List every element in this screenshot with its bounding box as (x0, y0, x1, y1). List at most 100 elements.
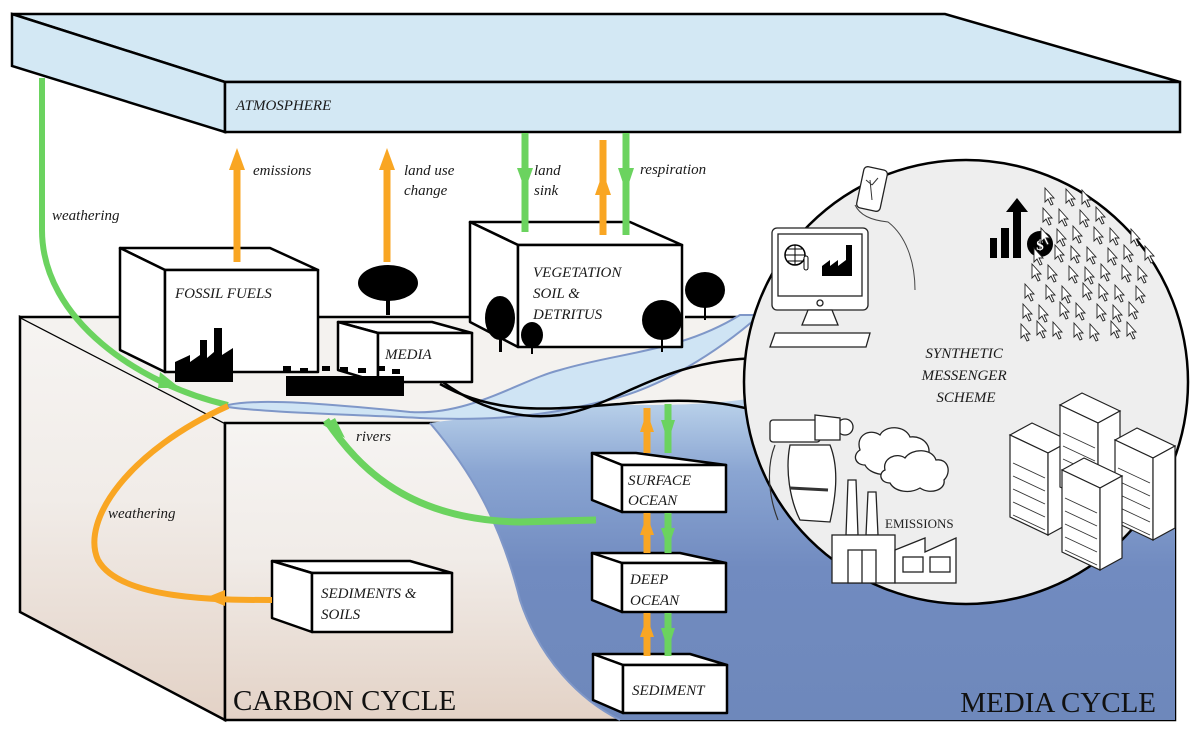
coast-curve-upper (439, 356, 761, 418)
atmosphere-label: ATMOSPHERE (235, 98, 331, 114)
weathering-bottom-label: weathering (108, 506, 176, 522)
media-box: MEDIA (336, 320, 474, 384)
weathering-top-arrow (39, 78, 229, 408)
land-use-arrowhead-icon (379, 148, 395, 170)
rivers-arrowhead-icon (323, 418, 345, 438)
cursor-icon (1036, 319, 1048, 339)
camera-operator-icon (768, 414, 854, 523)
cursor-icon (1042, 206, 1054, 226)
emissions-arrowhead-icon (229, 148, 245, 170)
land-sink-label: land sink (534, 163, 564, 199)
smartphone-hand-icon (854, 166, 916, 291)
sediments-soils-label: SEDIMENTS & SOILS (321, 586, 420, 623)
cursor-icon (1100, 262, 1112, 282)
tree-land-use-icon (358, 265, 418, 315)
server-rack-icon (1113, 427, 1177, 542)
fossil-fuels-box: FOSSIL FUELS (118, 246, 320, 382)
emissions-media-label: EMISSIONS (885, 516, 954, 531)
rivers-label: rivers (356, 429, 391, 445)
computer-monitor-icon (769, 227, 871, 348)
cursor-icon (1081, 188, 1093, 208)
tree-icon (521, 322, 543, 354)
cursor-icon (1045, 283, 1057, 303)
land-sink-arrowhead-icon (517, 168, 533, 190)
respiration-up-arrowhead-icon (595, 172, 611, 195)
media-cycle-circle: SYNTHETIC MESSENGER SCHEME (742, 158, 1190, 606)
server-racks-icon (1008, 392, 1177, 572)
cursor-icon (1135, 284, 1147, 304)
cursor-icon (1109, 226, 1121, 246)
rivers-arrow (323, 418, 597, 526)
cursor-icon (1121, 263, 1133, 283)
cursor-icon (1079, 208, 1091, 228)
respiration-label: respiration (640, 162, 706, 178)
sediment-box: SEDIMENT (591, 652, 729, 715)
server-rack-icon (1008, 422, 1072, 537)
cursor-icon (1040, 226, 1052, 246)
tree-icon (642, 300, 682, 352)
respiration-down-arrowhead-icon (618, 168, 634, 192)
cursor-icon (1123, 243, 1135, 263)
factory-clouds-icon: EMISSIONS (831, 427, 957, 584)
coast-curve-lower (439, 382, 761, 414)
cursor-icon (1022, 302, 1034, 322)
cursor-icon (1137, 264, 1149, 284)
fossil-fuels-label: FOSSIL FUELS (174, 286, 272, 302)
weathering-top-arrowhead-icon (158, 372, 180, 388)
flow-arrows: emissions land use change land sink resp… (39, 78, 706, 656)
cursor-icon (1086, 245, 1098, 265)
money-growth-icon: $ (990, 198, 1053, 258)
cursor-icon (1114, 283, 1126, 303)
tree-icon (685, 272, 725, 320)
cursor-icon (1054, 243, 1066, 263)
cursor-icon (1089, 322, 1101, 342)
scheme-line-2: MESSENGER (921, 368, 1007, 384)
atmosphere-front-face (223, 80, 1182, 134)
cursor-icon (1052, 320, 1064, 340)
cursor-icon (1044, 186, 1056, 206)
globe-thermometer-icon (784, 244, 809, 271)
cursor-icon (1095, 205, 1107, 225)
carbon-cycle-label: CARBON CYCLE (233, 685, 456, 717)
cursor-icon (1047, 263, 1059, 283)
ocean-shoreline (429, 422, 621, 721)
media-cycle-label: MEDIA CYCLE (960, 687, 1156, 719)
cursor-icon (1024, 282, 1036, 302)
factory-icon (822, 245, 852, 276)
atmosphere-reservoir: ATMOSPHERE (10, 12, 1182, 134)
protest-crowd-icon (283, 366, 404, 396)
trees-icon (358, 265, 725, 354)
cursor-icon (1084, 265, 1096, 285)
cursor-icon (1059, 300, 1071, 320)
cursor-icon (1065, 187, 1077, 207)
cursor-icon (1096, 302, 1108, 322)
scheme-line-1: SYNTHETIC (925, 346, 1004, 362)
cursor-icon (1061, 284, 1073, 304)
cursor-icon (1126, 320, 1138, 340)
cursor-icon (1110, 319, 1122, 339)
scheme-label: SYNTHETIC MESSENGER SCHEME (921, 346, 1011, 406)
emissions-label: emissions (253, 163, 312, 179)
cursor-icon (1144, 244, 1156, 264)
media-label: MEDIA (384, 347, 432, 363)
sediments-soils-box: SEDIMENTS & SOILS (270, 559, 454, 634)
cursor-swarm-icon (1020, 186, 1156, 342)
cursor-icon (1072, 224, 1084, 244)
cursor-icon (1093, 225, 1105, 245)
surface-ocean-label: SURFACE OCEAN (628, 473, 695, 509)
cursor-icon (1082, 281, 1094, 301)
weathering-top-label: weathering (52, 208, 120, 224)
weathering-bottom-arrowhead-icon (205, 590, 225, 606)
server-rack-icon (1060, 457, 1124, 572)
cursor-icon (1107, 246, 1119, 266)
cursor-icon (1070, 244, 1082, 264)
cursor-icon (1058, 207, 1070, 227)
cursor-icon (1098, 282, 1110, 302)
sediment-label: SEDIMENT (632, 683, 706, 699)
cursor-icon (1068, 264, 1080, 284)
cursor-icon (1033, 246, 1045, 266)
factory-silhouette-icon (175, 328, 233, 382)
cursor-icon (1075, 301, 1087, 321)
cursor-icon (1128, 300, 1140, 320)
dollar-sign-icon: $ (1036, 238, 1044, 254)
